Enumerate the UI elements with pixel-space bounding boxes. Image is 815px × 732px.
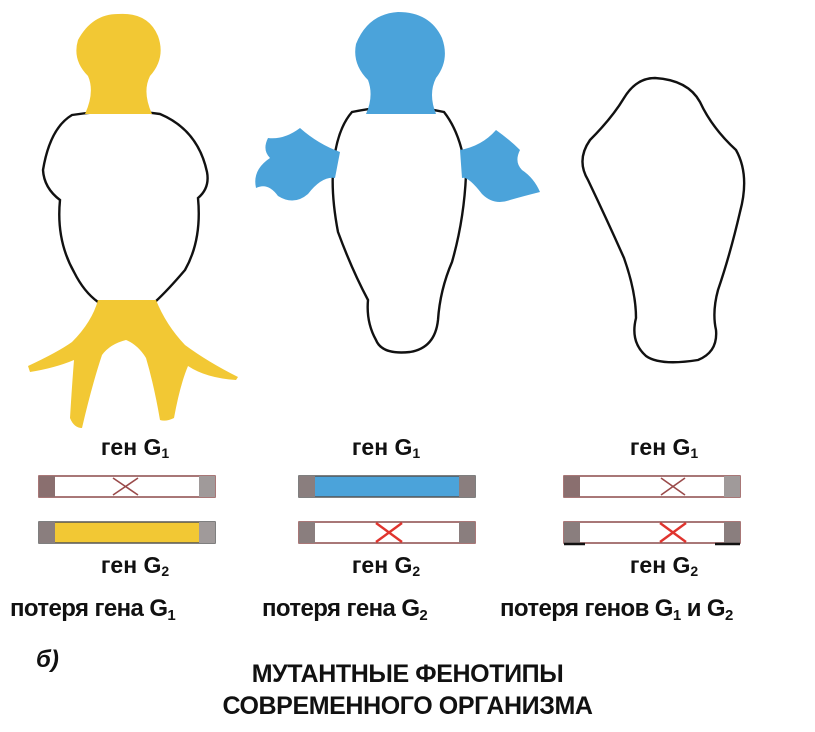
gene-g2-label-col2: ген G2 [306,552,466,579]
caption-loss-g1-g2: потеря генов G1 и G2 [500,595,733,624]
organism-loss-g2 [255,12,540,353]
organism-1-tail-yellow [28,300,238,428]
figure-title-line2: СОВРЕМЕННОГО ОРГАНИЗМА [0,692,815,721]
figure-title-line1: МУТАНТНЫЕ ФЕНОТИПЫ [0,660,815,689]
caption-loss-g2: потеря гена G2 [262,595,427,624]
gene-g1-label-col3: ген G1 [584,434,744,461]
organism-2-left-fin-blue [255,128,340,201]
organism-loss-g1-g2 [582,78,744,362]
organism-2-head-blue [355,12,445,114]
organism-2-right-fin-blue [460,130,540,202]
gene-g1-label-col2: ген G1 [306,434,466,461]
organism-1-head-yellow [76,14,160,114]
organisms-illustration [0,0,815,440]
organism-loss-g1 [28,14,238,428]
gene-g2-label-col1: ген G2 [55,552,215,579]
gene-g1-bar-col3 [563,472,743,502]
organism-2-body [333,107,466,353]
gene-g2-label-col3: ген G2 [584,552,744,579]
caption-loss-g1: потеря гена G1 [10,595,175,624]
gene-g1-bar-col1 [38,472,218,502]
gene-g2-bar-col3 [563,518,743,548]
gene-g2-bar-col1 [38,518,218,548]
organism-1-body [43,111,208,302]
gene-g1-label-col1: ген G1 [55,434,215,461]
gene-g1-bar-col2 [298,472,478,502]
gene-g2-bar-col2 [298,518,478,548]
